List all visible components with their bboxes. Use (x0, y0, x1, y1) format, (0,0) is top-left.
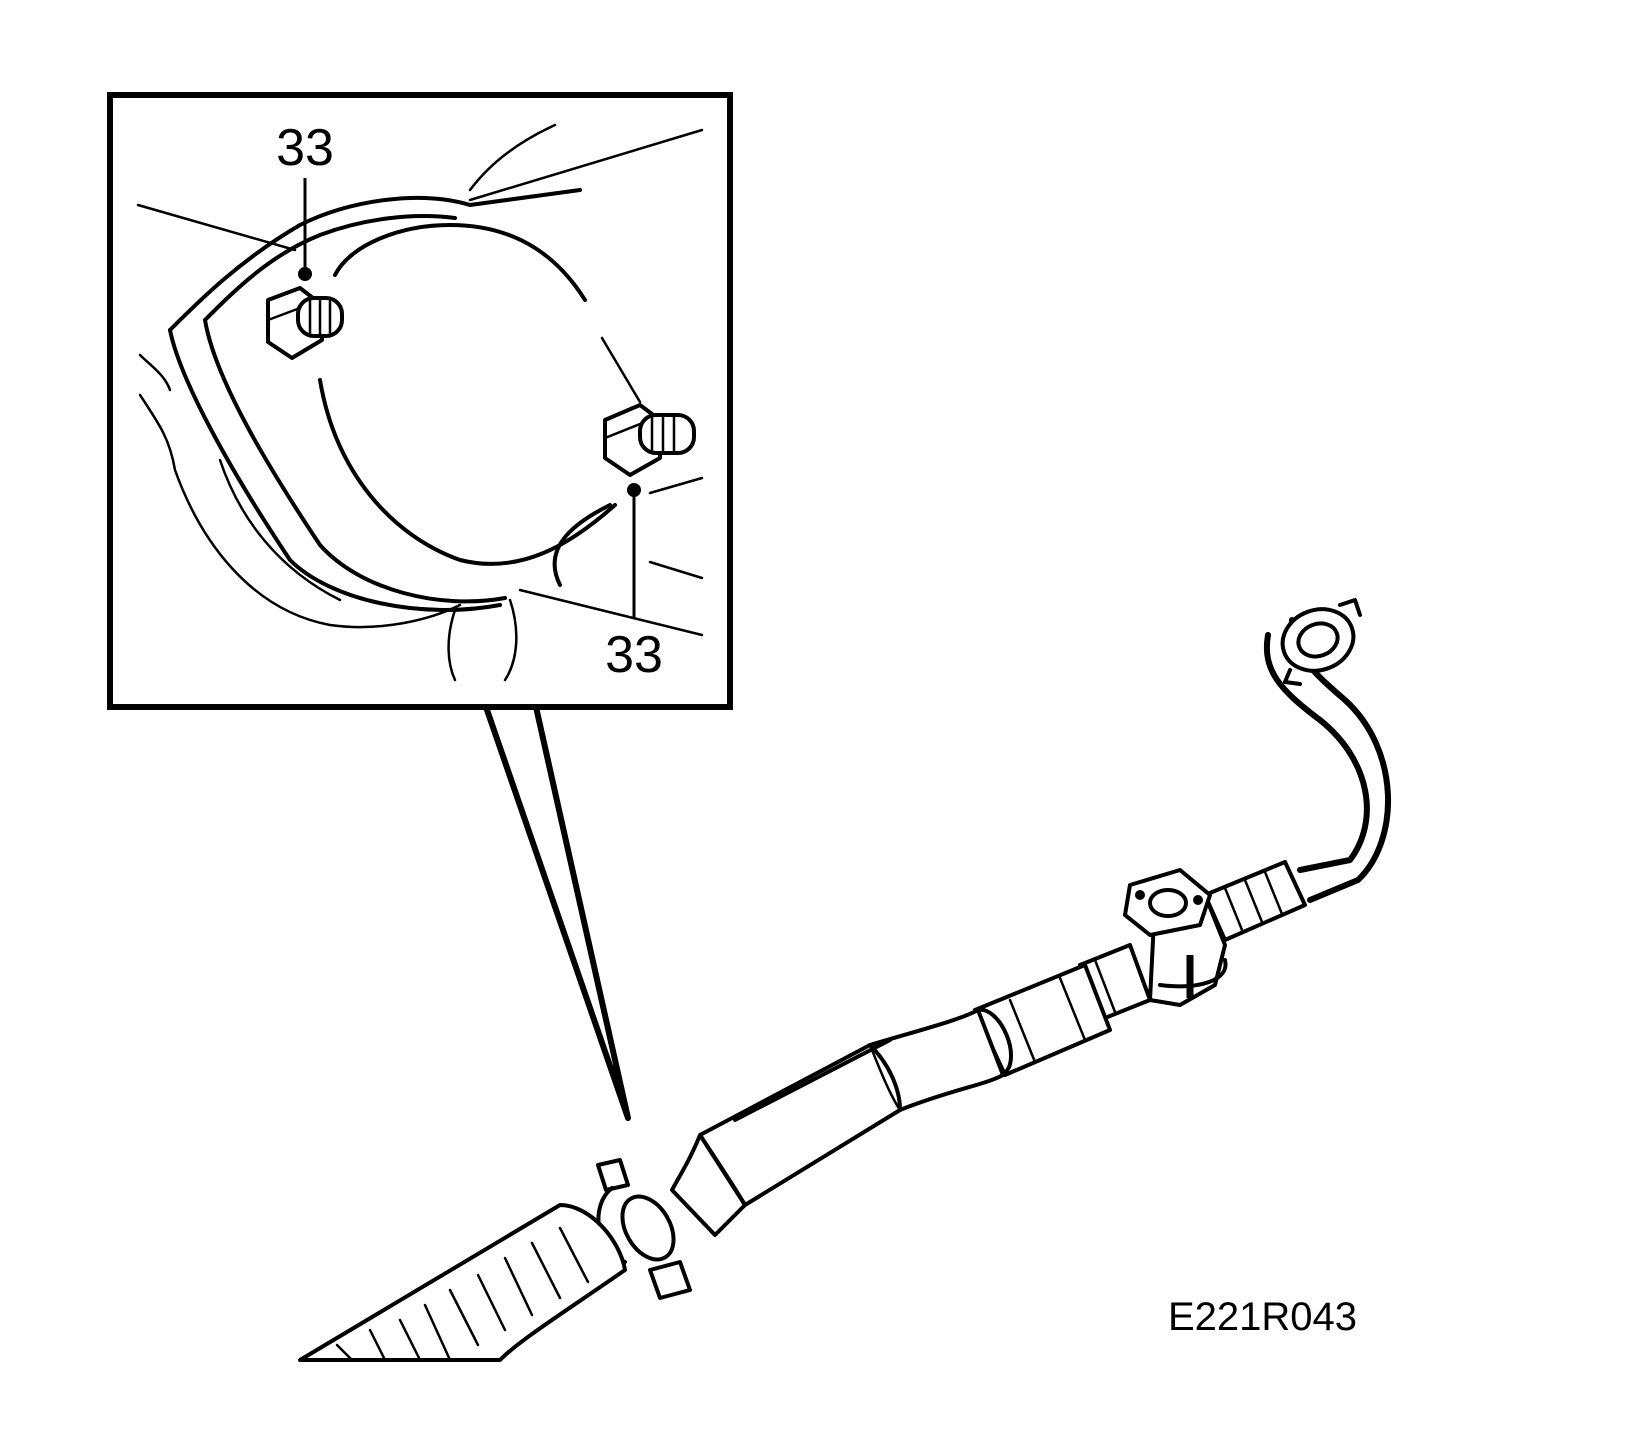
hex-nut-upper (266, 286, 344, 360)
exhaust-system (298, 598, 1392, 1362)
callout-label-lower: 33 (605, 626, 663, 684)
rear-pipe-section (298, 1203, 627, 1362)
inset-frame (107, 92, 733, 710)
callout-leader-upper (298, 178, 312, 281)
figure-id: E221R043 (1168, 1295, 1357, 1339)
front-downpipe (1263, 598, 1392, 903)
hex-nut-lower (603, 403, 696, 477)
callout-leader-lower (627, 483, 641, 618)
converter-outlet-cone (670, 1133, 747, 1237)
elbow-flange (1123, 868, 1228, 1007)
inset-flange-drawing (136, 123, 704, 682)
callout-label-upper: 33 (276, 119, 334, 177)
detail-inset: 33 33 (107, 92, 733, 710)
converter-inlet-cone (868, 1008, 1005, 1112)
pipe-clamp (596, 1158, 692, 1300)
detail-pointer (483, 704, 631, 1121)
